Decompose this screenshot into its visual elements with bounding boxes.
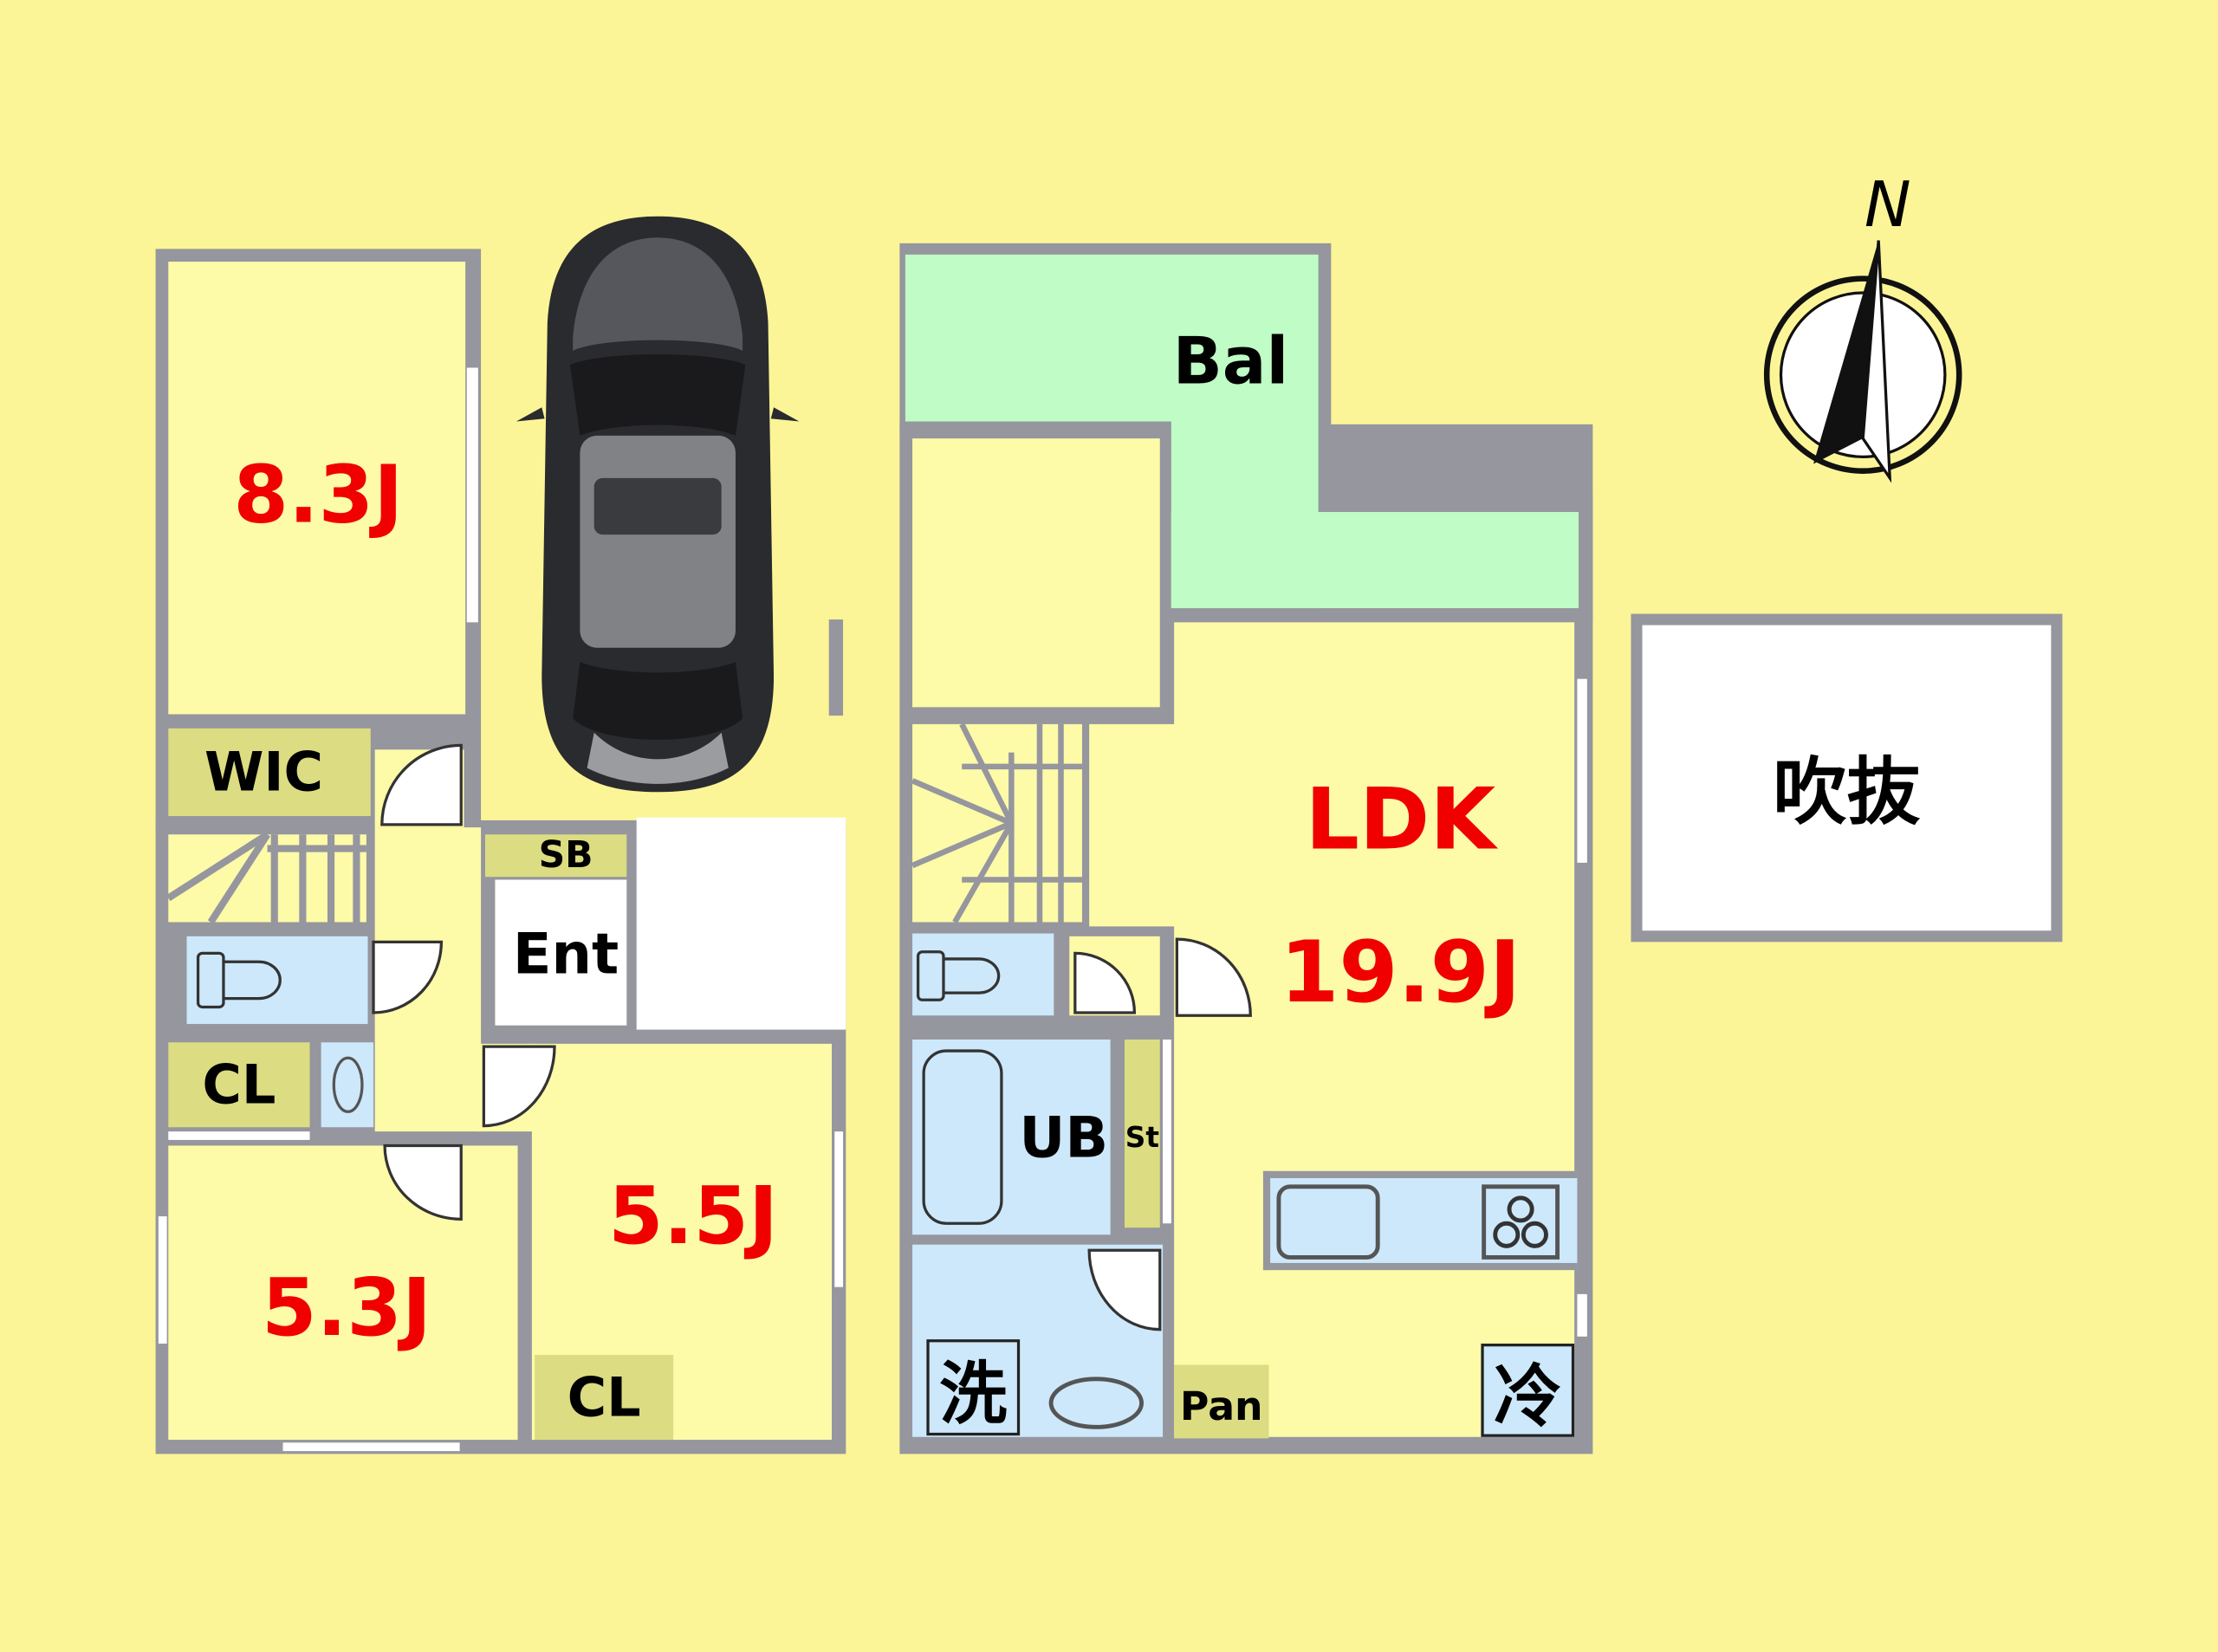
room-label: Bal <box>1172 322 1289 399</box>
door-swing <box>1073 951 1137 1014</box>
room-label: St <box>1125 1120 1159 1155</box>
room-ldk <box>1089 723 1177 927</box>
bathtub-icon <box>922 1049 1003 1225</box>
window <box>282 1442 460 1452</box>
room-toilet <box>186 936 368 1025</box>
room-closet <box>168 1042 310 1128</box>
room-void-lower <box>912 438 1160 708</box>
compass-north-label: N <box>1864 169 1911 242</box>
porch <box>636 817 846 1030</box>
toilet-icon <box>916 950 1001 1001</box>
room-ldk <box>1174 622 1575 1437</box>
room-size-label: 8.3J <box>233 449 404 541</box>
door-swing <box>1087 1248 1162 1331</box>
room-label: 冷 <box>1494 1357 1562 1437</box>
door-swing <box>482 1045 556 1128</box>
room-closet <box>535 1355 674 1441</box>
fence <box>828 619 844 716</box>
window <box>158 1216 167 1344</box>
room-toilet <box>912 933 1054 1016</box>
stove-icon <box>1482 1184 1560 1260</box>
compass-icon <box>1763 240 1962 483</box>
room-label: WIC <box>204 741 324 804</box>
stairs-icon <box>911 722 1082 924</box>
pantry <box>1174 1364 1269 1439</box>
balcony <box>905 254 1319 422</box>
door-swing <box>1175 937 1252 1017</box>
stairs <box>912 723 1082 923</box>
basin-icon <box>332 1056 364 1113</box>
room-size-label: 5.3J <box>261 1262 431 1355</box>
refrigerator <box>1481 1344 1575 1437</box>
room-bathroom <box>912 1039 1111 1235</box>
room-entrance <box>495 879 627 1026</box>
window <box>834 1131 844 1287</box>
window <box>168 1131 310 1140</box>
window <box>1577 678 1587 863</box>
room-label: CL <box>202 1053 276 1117</box>
stairs-icon <box>166 831 366 924</box>
room-label: LDK <box>1305 770 1496 871</box>
room-size-label: 5.5J <box>607 1170 778 1263</box>
shoe-box <box>484 834 627 878</box>
basin-icon <box>1048 1377 1144 1429</box>
car-icon <box>516 216 800 793</box>
void-area <box>1631 613 2063 943</box>
room-bedroom-8-3 <box>168 262 466 715</box>
balcony <box>1171 512 1579 609</box>
door <box>1163 1039 1171 1224</box>
sink-icon <box>1276 1184 1380 1260</box>
storage <box>1124 1039 1160 1228</box>
door-swing <box>372 940 444 1014</box>
room-label: SB <box>538 834 593 878</box>
void-label: 吹抜 <box>1773 750 1921 836</box>
room-label: CL <box>567 1366 641 1428</box>
door-swing <box>380 743 463 826</box>
wash-basin <box>321 1042 374 1128</box>
room-label: UB <box>1019 1105 1109 1171</box>
door-swing <box>383 1143 463 1221</box>
room-size-label: 19.9J <box>1280 923 1521 1023</box>
room-label: Pan <box>1179 1383 1263 1430</box>
window <box>1577 1293 1587 1337</box>
window <box>466 367 478 623</box>
toilet-icon <box>196 951 282 1009</box>
room-label: 洗 <box>939 1355 1008 1435</box>
room-wic <box>168 728 371 817</box>
room-label: Ent <box>512 922 619 988</box>
washing-machine <box>926 1339 1021 1436</box>
